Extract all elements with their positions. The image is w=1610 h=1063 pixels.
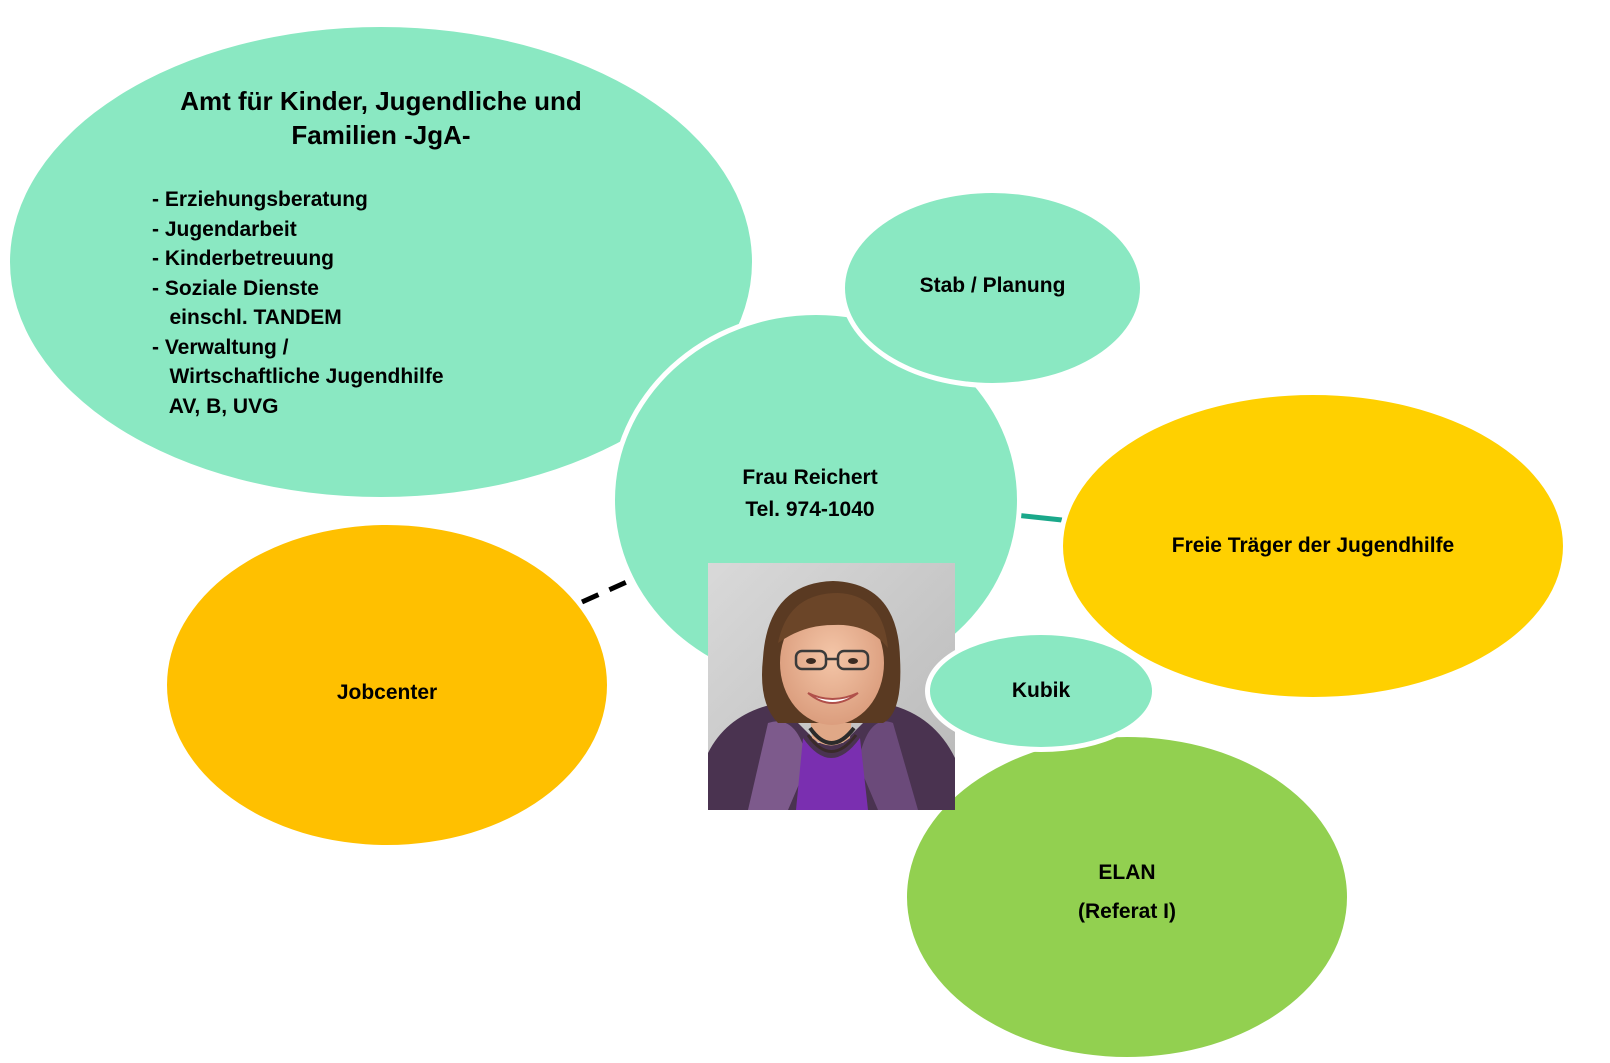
amt-title-line1: Amt für Kinder, Jugendliche und xyxy=(180,86,582,116)
stab-label: Stab / Planung xyxy=(919,274,1066,297)
person-photo-icon xyxy=(708,563,955,810)
bubble-kubik xyxy=(925,630,1157,752)
elan-line2: (Referat I) xyxy=(1077,900,1177,923)
bubble-jobcenter xyxy=(162,520,612,850)
center-label: Frau Reichert Tel. 974-1040 xyxy=(660,462,960,526)
amt-list-item: AV, B, UVG xyxy=(152,394,279,418)
amt-title: Amt für Kinder, Jugendliche und Familien… xyxy=(5,84,757,152)
freie-label: Freie Träger der Jugendhilfe xyxy=(1171,534,1455,557)
jobcenter-label: Jobcenter xyxy=(336,681,438,704)
center-phone: Tel. 974-1040 xyxy=(745,498,875,521)
amt-list-item: - Kinderbetreuung xyxy=(152,247,334,270)
elan-line1: ELAN xyxy=(1098,861,1156,884)
center-name: Frau Reichert xyxy=(742,466,878,489)
connector-freie-solid xyxy=(1014,512,1063,523)
amt-list-item: - Verwaltung / xyxy=(152,335,289,359)
bubble-elan xyxy=(902,732,1352,1062)
connector-jobcenter-dashed xyxy=(580,573,642,605)
bubble-freie-traeger xyxy=(1058,390,1568,702)
bubble-stab-planung xyxy=(840,188,1145,388)
amt-list-item: - Erziehungsberatung xyxy=(152,188,368,211)
amt-list-item: einschl. TANDEM xyxy=(152,306,342,329)
elan-label: ELAN (Referat I) xyxy=(902,853,1352,931)
amt-list: - Erziehungsberatung - Jugendarbeit - Ki… xyxy=(152,185,444,421)
kubik-label: Kubik xyxy=(1011,679,1071,702)
amt-list-item: Wirtschaftliche Jugendhilfe xyxy=(152,365,444,388)
amt-list-item: - Soziale Dienste xyxy=(152,276,319,300)
amt-title-line2: Familien -JgA- xyxy=(291,120,471,150)
amt-list-item: - Jugendarbeit xyxy=(152,217,297,241)
person-photo xyxy=(708,563,955,810)
